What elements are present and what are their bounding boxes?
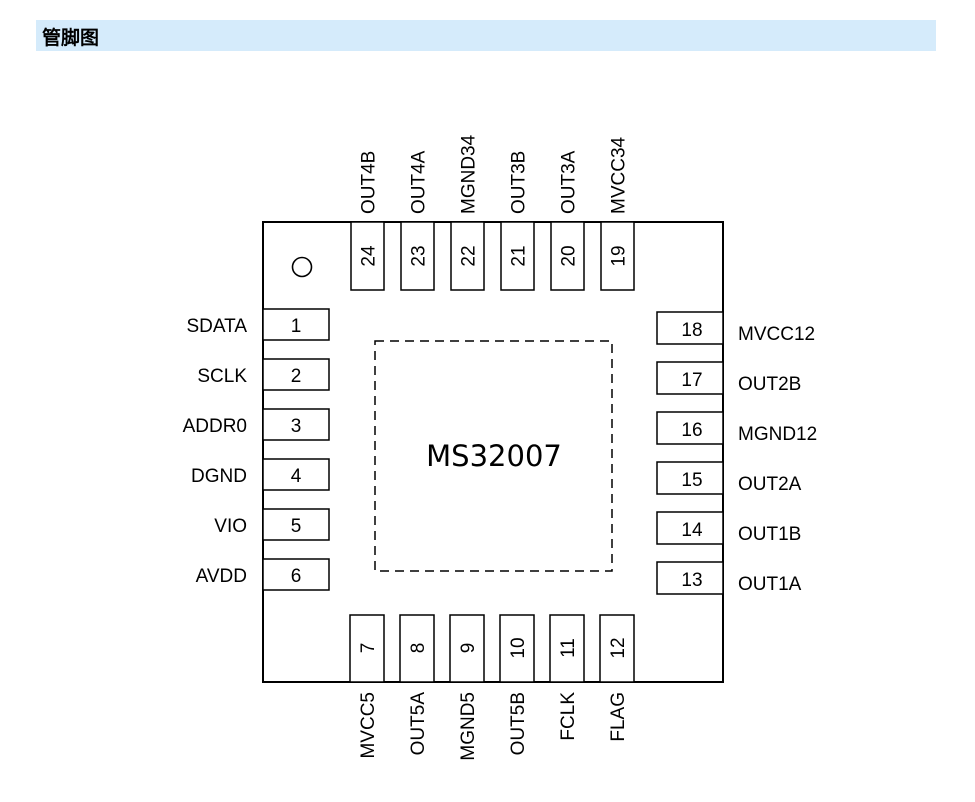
exposed-pad <box>374 340 613 572</box>
pin-23-pad <box>400 221 435 291</box>
pin-19-label: MVCC34 <box>609 136 630 214</box>
pin-12-number: 12 <box>608 637 629 658</box>
pin-7-label: MVCC5 <box>358 692 379 759</box>
pin-16-label: MGND12 <box>738 424 817 445</box>
pin-13-pad <box>656 561 724 595</box>
pin-9-number: 9 <box>458 643 479 654</box>
pin-4-label: DGND <box>191 466 247 487</box>
pin-2-pad <box>262 358 330 391</box>
pin-18-label: MVCC12 <box>738 324 815 345</box>
pin-17-number: 17 <box>681 370 702 391</box>
pin-6-label: AVDD <box>196 566 247 587</box>
pin-24-label: OUT4B <box>359 151 380 214</box>
pin-15-pad <box>656 461 724 495</box>
pin-11-label: FCLK <box>558 692 579 741</box>
pin-11-number: 11 <box>558 638 579 658</box>
pin-5-pad <box>262 508 330 541</box>
pin-17-pad <box>656 361 724 395</box>
pin-9-pad <box>449 614 485 683</box>
pin-1-pad <box>262 308 330 341</box>
pin-22-pad <box>450 221 485 291</box>
pin-5-number: 5 <box>291 516 302 537</box>
pin-24-pad <box>350 221 385 291</box>
pin-21-pad <box>500 221 535 291</box>
pin-8-pad <box>399 614 435 683</box>
pin-5-label: VIO <box>214 516 247 537</box>
pin-15-label: OUT2A <box>738 474 802 495</box>
pin-3-pad <box>262 408 330 441</box>
pin-14-pad <box>656 511 724 545</box>
pin-13-number: 13 <box>681 570 702 591</box>
pin-10-pad <box>499 614 535 683</box>
pin-24-number: 24 <box>359 245 380 267</box>
pin-7-pad <box>349 614 385 683</box>
pin-19-pad <box>600 221 635 291</box>
pin-14-label: OUT1B <box>738 524 801 545</box>
pin-16-number: 16 <box>681 420 702 441</box>
pin-6-pad <box>262 558 330 591</box>
pin-22-number: 22 <box>459 245 480 266</box>
pin-4-pad <box>262 458 330 491</box>
pin1-marker <box>291 256 313 278</box>
pin-8-label: OUT5A <box>408 692 429 756</box>
chip-name: MS32007 <box>426 439 562 473</box>
pin-8-number: 8 <box>408 643 429 654</box>
section-title: 管脚图 <box>42 27 100 49</box>
pin-21-label: OUT3B <box>509 151 530 214</box>
chip-body <box>262 221 724 683</box>
pin-14-number: 14 <box>681 520 703 541</box>
pin-20-label: OUT3A <box>559 150 580 214</box>
section-header: 管脚图 <box>36 20 936 51</box>
pin-23-label: OUT4A <box>409 150 430 214</box>
pin-7-number: 7 <box>358 643 379 654</box>
pin-16-pad <box>656 411 724 445</box>
pin-18-number: 18 <box>681 320 702 341</box>
pin-6-number: 6 <box>291 566 302 587</box>
pin-11-pad <box>549 614 585 683</box>
pin-2-label: SCLK <box>197 366 247 387</box>
pin-23-number: 23 <box>409 245 430 266</box>
pin-15-number: 15 <box>681 470 702 491</box>
pin-19-number: 19 <box>609 245 630 266</box>
pin-20-pad <box>550 221 585 291</box>
pin-4-number: 4 <box>291 466 302 487</box>
pin-21-number: 21 <box>509 245 530 266</box>
pin-9-label: MGND5 <box>458 692 479 761</box>
pin-3-label: ADDR0 <box>183 416 247 437</box>
pin-1-label: SDATA <box>186 316 247 337</box>
pin-10-label: OUT5B <box>508 692 529 755</box>
pin-3-number: 3 <box>291 416 302 437</box>
pin-20-number: 20 <box>559 245 580 266</box>
pin-13-label: OUT1A <box>738 574 802 595</box>
pins-layer: 1SDATA2SCLK3ADDR04DGND5VIO6AVDD7MVCC58OU… <box>183 134 818 760</box>
pin-1-number: 1 <box>291 316 302 337</box>
pin-22-label: MGND34 <box>459 134 480 214</box>
pin-12-label: FLAG <box>608 692 629 742</box>
pin-18-pad <box>656 311 724 345</box>
pin-12-pad <box>599 614 635 683</box>
pin-17-label: OUT2B <box>738 374 801 395</box>
pin-2-number: 2 <box>291 366 302 387</box>
pin-10-number: 10 <box>508 637 529 658</box>
